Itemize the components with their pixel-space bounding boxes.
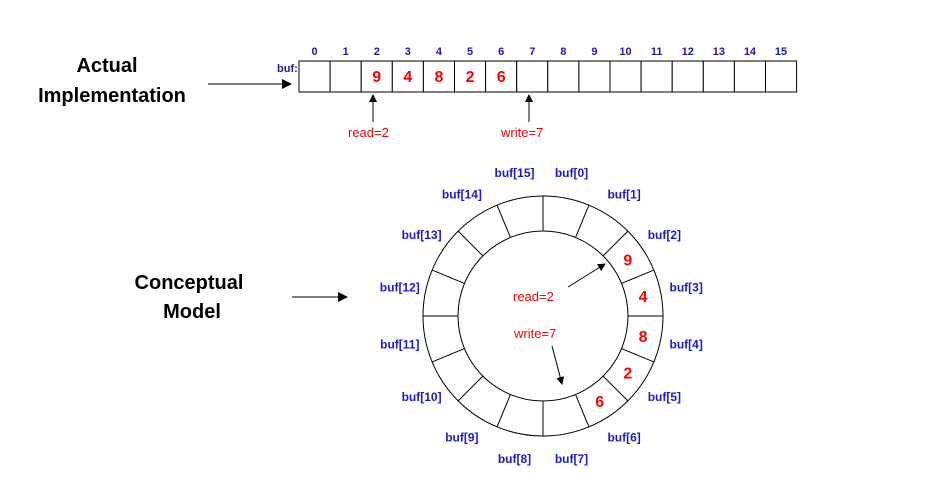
array-index-label: 12 — [682, 46, 694, 58]
ring-slot-label: buf[5] — [648, 390, 681, 404]
conceptual-label-line2: Model — [163, 301, 221, 323]
array-index-label: 9 — [591, 46, 597, 58]
array-index-label: 15 — [775, 46, 787, 58]
array-index-label: 5 — [467, 46, 473, 58]
ring-read-arrow — [567, 263, 606, 288]
array-cell — [454, 60, 487, 93]
ring-divider — [431, 269, 465, 284]
array-index-label: 11 — [651, 46, 663, 58]
array-index-label: 14 — [744, 46, 757, 58]
array-cell — [329, 60, 362, 93]
array-cell — [298, 60, 331, 93]
ring-slot-label: buf[14] — [442, 188, 482, 202]
ring-slot-label: buf[7] — [555, 452, 588, 466]
ring-inner-circle — [457, 230, 629, 402]
array-cell — [578, 60, 611, 93]
ring-divider — [621, 269, 655, 284]
array-cell — [422, 60, 455, 93]
ring-divider — [457, 230, 484, 257]
ring-divider — [621, 348, 655, 363]
array-write-label: write=7 — [500, 125, 543, 140]
ring-slot-value: 9 — [623, 252, 632, 269]
array-cell-value: 8 — [434, 69, 443, 86]
ring-read-label: read=2 — [513, 289, 554, 304]
ring-slot-label: buf[3] — [670, 281, 703, 295]
ring-slot-value: 6 — [595, 394, 604, 411]
array-index-label: 13 — [713, 46, 725, 58]
conceptual-label-line1: Conceptual — [135, 272, 244, 294]
array-cell — [547, 60, 580, 93]
ring-divider — [602, 230, 629, 257]
array-index-label: 7 — [529, 46, 535, 58]
ring-slot-label: buf[1] — [607, 188, 640, 202]
ring-divider — [457, 375, 484, 402]
ring-slot-label: buf[8] — [498, 452, 531, 466]
buf-array-label: buf: — [277, 63, 298, 75]
array-index-label: 0 — [311, 46, 317, 58]
ring-write-arrow — [551, 345, 565, 385]
ring-slot-value: 8 — [639, 329, 648, 346]
ring-divider — [602, 375, 629, 402]
array-cell — [733, 60, 767, 93]
ring-slot-label: buf[2] — [648, 228, 681, 242]
array-read-label: read=2 — [348, 125, 389, 140]
array-cell-value: 9 — [372, 69, 381, 86]
ring-write-label: write=7 — [513, 326, 556, 341]
array-cell — [671, 60, 704, 93]
ring-slot-value: 4 — [639, 289, 648, 306]
array-cell — [702, 60, 735, 93]
actual-label-line2: Implementation — [38, 85, 186, 107]
ring-slot-label: buf[12] — [380, 281, 420, 295]
array-cell-value: 2 — [466, 69, 475, 86]
ring-slot-label: buf[13] — [402, 228, 442, 242]
ring-slot-label: buf[11] — [380, 337, 419, 351]
ring-divider — [431, 348, 465, 363]
ring-slot-label: buf[6] — [607, 430, 640, 444]
array-index-label: 4 — [436, 46, 443, 58]
ring-divider — [496, 394, 511, 428]
ring-divider — [496, 204, 511, 238]
ring-slot-value: 2 — [623, 366, 632, 383]
array-index-label: 8 — [560, 46, 566, 58]
ring-divider — [575, 394, 590, 428]
ring-divider — [575, 204, 590, 238]
array-cell-value: 4 — [403, 69, 412, 86]
array-cell — [516, 60, 549, 93]
array-cell — [640, 60, 673, 93]
actual-label-line1: Actual — [76, 55, 137, 77]
ring-slot-label: buf[4] — [670, 337, 703, 351]
array-index-label: 3 — [405, 46, 411, 58]
ring-slot-label: buf[10] — [402, 390, 442, 404]
ring-slot-label: buf[0] — [555, 166, 588, 180]
array-index-label: 6 — [498, 46, 504, 58]
array-index-label: 2 — [374, 46, 380, 58]
array-index-label: 10 — [619, 46, 631, 58]
circular-buffer-ring: buf[0] buf[1] buf[2] 9 buf[3] 4 buf[4] 8 buf[5] 2… — [380, 166, 703, 466]
array-cell — [765, 60, 798, 93]
array-cell-value: 6 — [497, 69, 506, 86]
ring-slot-label: buf[9] — [445, 430, 478, 444]
array-cell — [609, 60, 642, 93]
array-index-label: 1 — [343, 46, 349, 58]
ring-slot-label: buf[15] — [495, 166, 535, 180]
